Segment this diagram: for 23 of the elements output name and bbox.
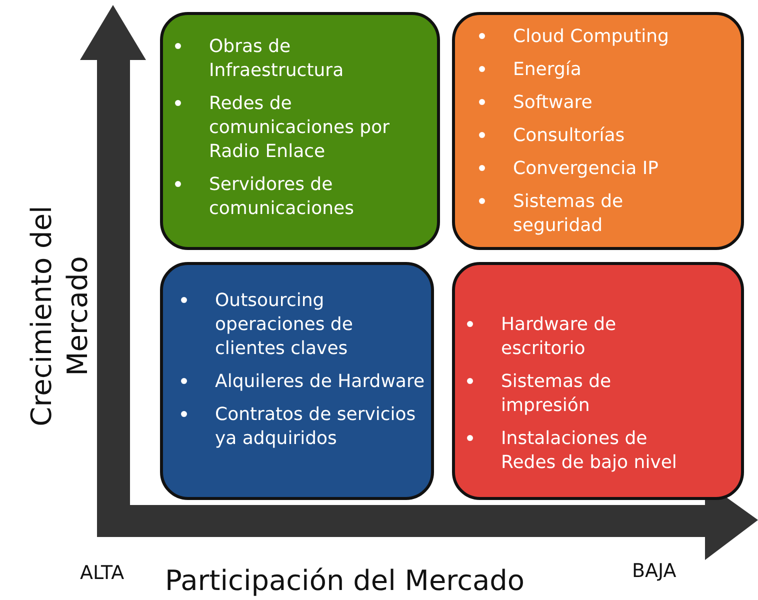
list-item: Contratos de servicios ya adquiridos [215,404,416,449]
list-item: Sistemas de seguridad [513,191,624,236]
axis-end-label: ALTA [80,562,124,584]
quadrant-box [452,262,744,500]
list-item: Energía [513,59,582,80]
list-item: Obras de Infraestructura [209,36,344,81]
list-item: Instalaciones de Redes de bajo nivel [501,428,677,473]
quadrant-box [452,12,744,250]
quadrant-box [160,262,434,500]
list-item: Consultorías [513,125,625,146]
list-item: Sistemas de impresión [501,371,612,416]
list-item: Redes de comunicaciones por Radio Enlace [209,93,390,162]
axis-title: Participación del Mercado [165,564,525,597]
list-item: Servidores de comunicaciones [209,174,354,219]
axis-title: Crecimiento del Mercado [24,204,95,428]
list-item: Outsourcing operaciones de clientes claves [215,290,353,359]
axis-end-label: BAJA [632,560,676,582]
quadrant-box [160,12,440,250]
list-item: Hardware de escritorio [501,314,616,359]
list-item: Software [513,92,592,113]
list-item: Convergencia IP [513,158,659,179]
list-item: Alquileres de Hardware [215,371,425,392]
list-item: Cloud Computing [513,26,669,47]
